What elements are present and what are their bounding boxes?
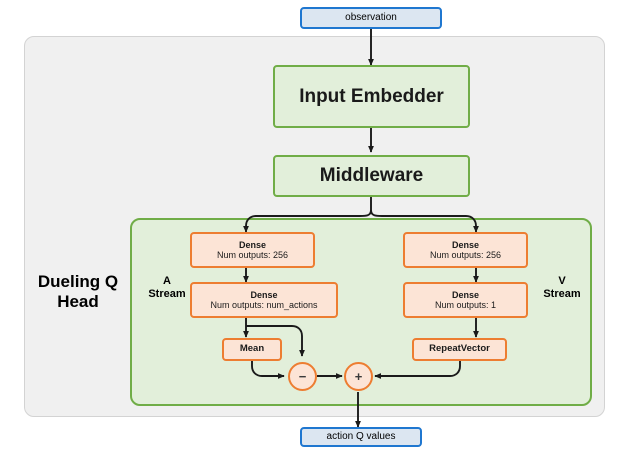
- dueling-q-head-label-line2: Head: [57, 291, 99, 311]
- v-stream-dense-2-title: Dense: [451, 289, 479, 300]
- v-stream-dense-1[interactable]: Dense Num outputs: 256: [403, 232, 528, 268]
- a-stream-dense-1-title: Dense: [238, 239, 266, 250]
- mean-label: Mean: [239, 343, 265, 355]
- repeat-vector-node[interactable]: RepeatVector: [412, 338, 507, 361]
- v-stream-dense-2-subtitle: Num outputs: 1: [434, 300, 497, 310]
- a-stream-dense-1[interactable]: Dense Num outputs: 256: [190, 232, 315, 268]
- v-stream-dense-1-subtitle: Num outputs: 256: [429, 250, 502, 260]
- v-stream-label-line1: V: [558, 275, 566, 287]
- a-stream-dense-1-subtitle: Num outputs: 256: [216, 250, 289, 260]
- v-stream-dense-2[interactable]: Dense Num outputs: 1: [403, 282, 528, 318]
- subtract-operator[interactable]: −: [288, 362, 317, 391]
- middleware-label: Middleware: [319, 165, 424, 187]
- repeat-vector-label: RepeatVector: [429, 343, 490, 355]
- a-stream-dense-2-title: Dense: [250, 289, 278, 300]
- input-embedder-node[interactable]: Input Embedder: [273, 65, 470, 128]
- v-stream-label-line2: Stream: [543, 287, 581, 300]
- a-stream-label-line2: Stream: [148, 287, 186, 300]
- v-stream-label: V Stream: [535, 275, 589, 300]
- observation-node[interactable]: observation: [300, 7, 442, 29]
- observation-label: observation: [345, 12, 397, 24]
- mean-node[interactable]: Mean: [222, 338, 282, 361]
- a-stream-dense-2-subtitle: Num outputs: num_actions: [210, 300, 318, 310]
- subtract-operator-label: −: [298, 369, 307, 384]
- dueling-q-head-label: Dueling Q Head: [28, 272, 128, 311]
- v-stream-dense-1-title: Dense: [451, 239, 479, 250]
- action-q-values-label: action Q values: [326, 431, 396, 443]
- dueling-q-head-label-line1: Dueling Q: [37, 272, 119, 291]
- middleware-node[interactable]: Middleware: [273, 155, 470, 197]
- input-embedder-label: Input Embedder: [299, 85, 444, 107]
- add-operator-label: +: [354, 369, 363, 384]
- action-q-values-node[interactable]: action Q values: [300, 427, 422, 447]
- a-stream-label: A Stream: [140, 275, 194, 300]
- add-operator[interactable]: +: [344, 362, 373, 391]
- a-stream-dense-2[interactable]: Dense Num outputs: num_actions: [190, 282, 338, 318]
- a-stream-label-line1: A: [163, 275, 171, 287]
